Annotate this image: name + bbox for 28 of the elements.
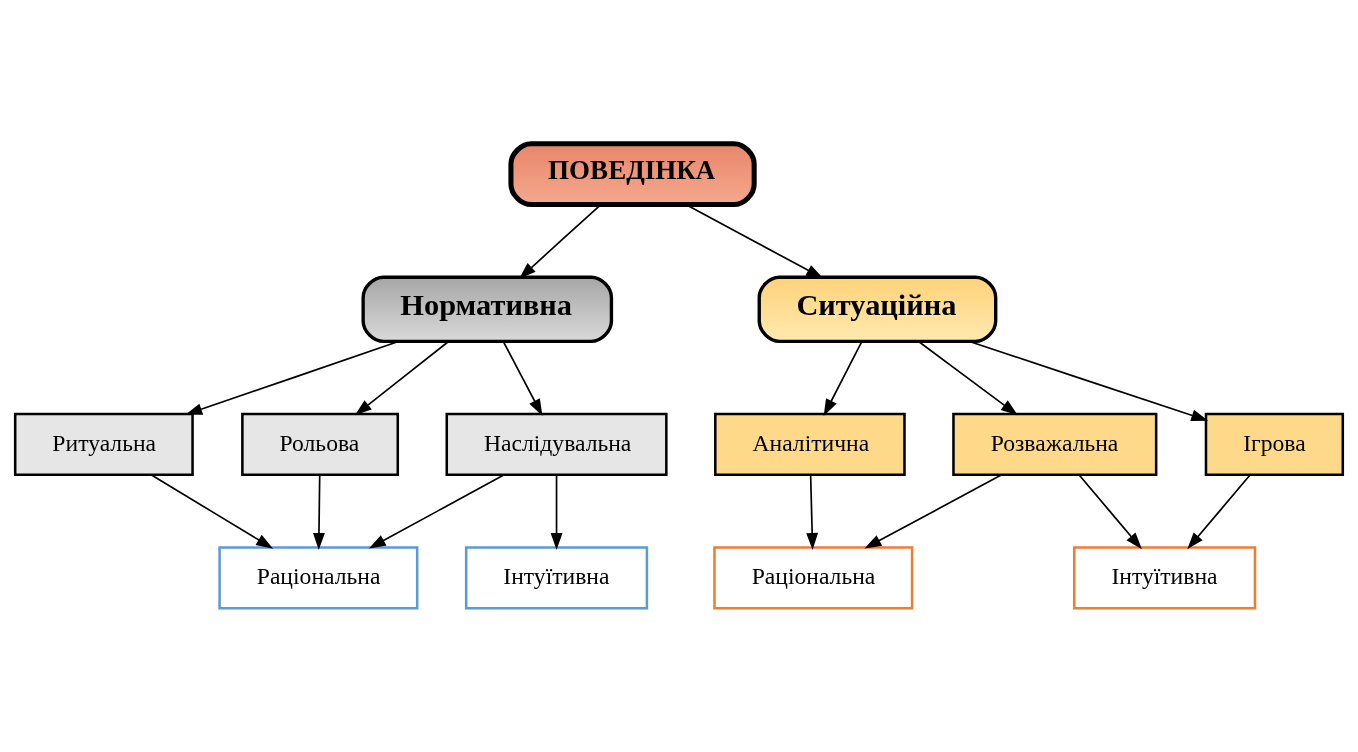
node-box: Наслідувальна — [445, 412, 668, 477]
arrow — [313, 474, 325, 550]
arrow — [1078, 474, 1142, 550]
node-box: Нормативна — [361, 275, 614, 344]
node-box: Аналітична — [714, 412, 906, 477]
node-box: Розважальна — [952, 412, 1158, 477]
node-box: Ритуальна — [13, 412, 194, 477]
node-box: Раціональна — [713, 546, 914, 610]
arrow — [806, 474, 819, 550]
arrow — [1187, 474, 1251, 550]
arrow — [519, 204, 602, 279]
node-box: Рольова — [241, 412, 400, 477]
arrow — [968, 340, 1209, 422]
arrow — [368, 474, 505, 549]
arrow — [502, 340, 543, 416]
arrow — [823, 340, 863, 416]
node-box: ПОВЕДІНКА — [508, 141, 757, 208]
node-box: Інтуїтивна — [464, 546, 649, 610]
arrow — [354, 340, 450, 416]
node-box: Раціональна — [218, 546, 419, 610]
arrow — [185, 340, 400, 415]
node-box: Ігрова — [1204, 412, 1345, 477]
arrow — [550, 474, 563, 550]
arrow — [917, 340, 1018, 416]
node-box: Ситуаційна — [757, 275, 998, 344]
arrow — [864, 474, 1003, 549]
node-box: Інтуїтивна — [1072, 546, 1257, 610]
arrow — [150, 474, 274, 549]
